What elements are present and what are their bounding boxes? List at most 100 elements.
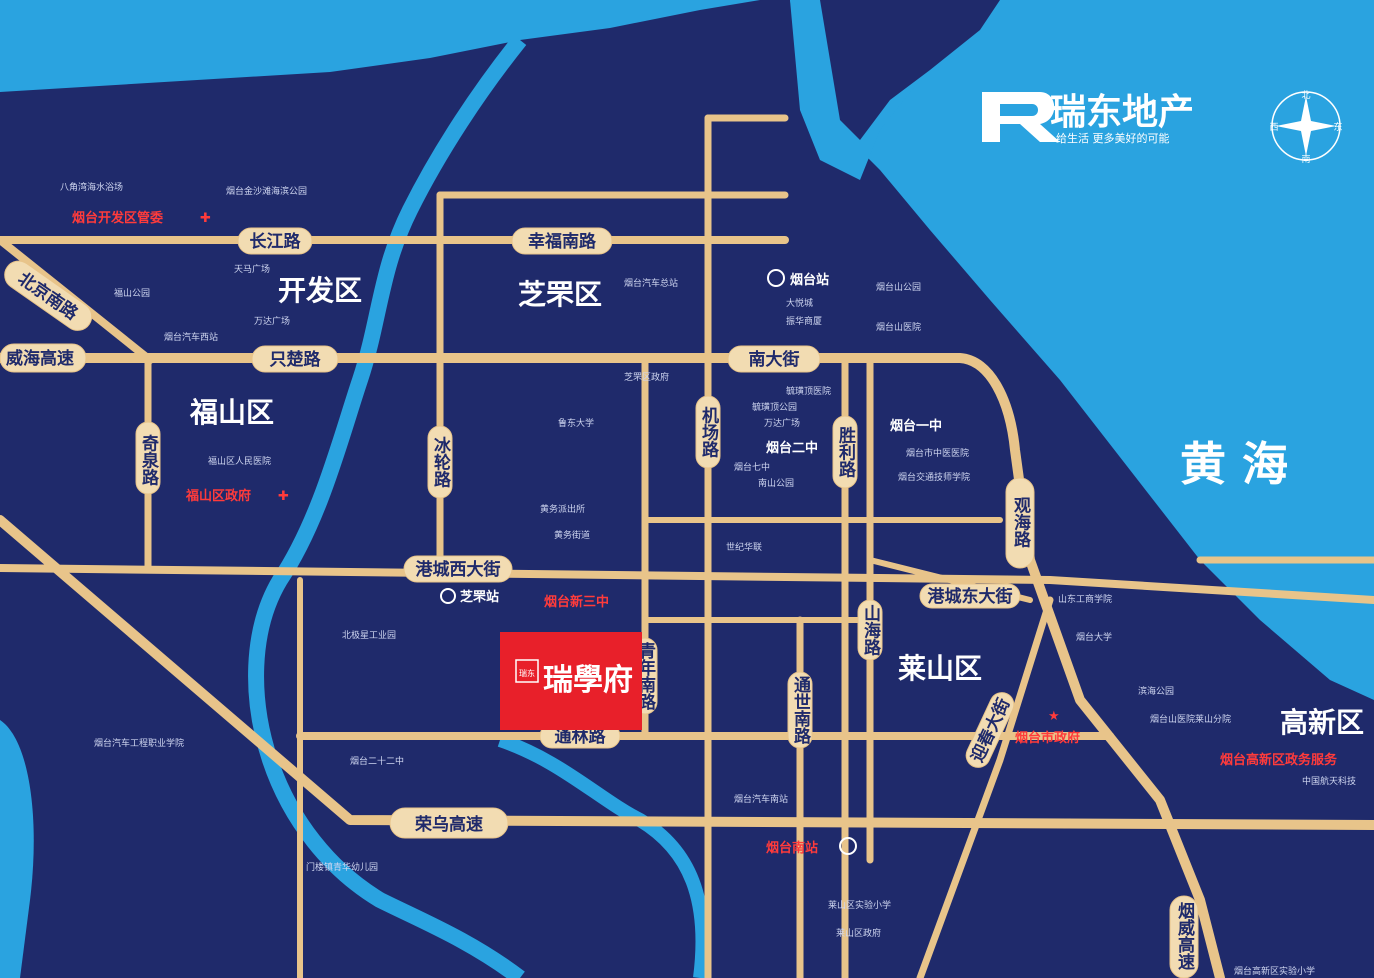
poi-yantai-yizhong: 烟台一中 bbox=[890, 418, 942, 434]
brand-logo: 瑞东地产 给生活 更多美好的可能 bbox=[982, 92, 1194, 145]
svg-text:幸福南路: 幸福南路 bbox=[528, 231, 597, 252]
svg-text:烟台市中医医院: 烟台市中医医院 bbox=[906, 447, 969, 459]
svg-text:给生活 更多美好的可能: 给生活 更多美好的可能 bbox=[1056, 131, 1170, 145]
poi-xin-sanzhong: 烟台新三中 bbox=[544, 594, 609, 610]
road-label-tongshi-nan: 通世南路 bbox=[787, 671, 813, 749]
compass-icon: 北 南 东 西 bbox=[1269, 90, 1342, 165]
district-zhifuqu: 芝罘区 bbox=[518, 278, 602, 311]
svg-text:烟台汽车工程职业学院: 烟台汽车工程职业学院 bbox=[94, 737, 184, 749]
svg-text:黄务派出所: 黄务派出所 bbox=[540, 503, 585, 515]
district-fushanqu: 福山区 bbox=[189, 396, 274, 429]
svg-text:北极星工业园: 北极星工业园 bbox=[342, 629, 396, 641]
svg-text:振华商厦: 振华商厦 bbox=[786, 315, 822, 327]
poi-gaoxin-zhengwu: 烟台高新区政务服务 bbox=[1220, 752, 1338, 768]
svg-text:莱山区实验小学: 莱山区实验小学 bbox=[828, 899, 891, 911]
svg-text:只楚路: 只楚路 bbox=[270, 349, 322, 370]
svg-text:烟台大学: 烟台大学 bbox=[1076, 631, 1112, 643]
svg-text:烟台山公园: 烟台山公园 bbox=[876, 281, 921, 293]
svg-text:机场路: 机场路 bbox=[698, 405, 719, 458]
svg-text:门楼镇青华幼儿园: 门楼镇青华幼儿园 bbox=[306, 861, 378, 873]
svg-text:万达广场: 万达广场 bbox=[254, 315, 290, 327]
svg-text:莱山区政府: 莱山区政府 bbox=[836, 927, 881, 939]
road-label-xingfu-nan: 幸福南路 bbox=[511, 227, 613, 255]
road-network bbox=[0, 114, 1374, 978]
svg-text:中国航天科技: 中国航天科技 bbox=[1302, 775, 1356, 787]
svg-text:烟台新三中: 烟台新三中 bbox=[544, 594, 609, 610]
svg-text:芝罘站: 芝罘站 bbox=[460, 589, 499, 605]
poi-zhifu-zhan: 芝罘站 bbox=[440, 588, 499, 605]
road-label-guanhai: 观海路 bbox=[1005, 477, 1035, 569]
svg-text:★: ★ bbox=[1048, 709, 1060, 724]
svg-text:福山公园: 福山公园 bbox=[114, 287, 150, 299]
svg-text:威海高速: 威海高速 bbox=[6, 348, 74, 369]
poi-fushan-zhengfu: 福山区政府 ✚ bbox=[185, 488, 289, 504]
svg-text:通林路: 通林路 bbox=[555, 726, 607, 747]
svg-text:烟威高速: 烟威高速 bbox=[1174, 901, 1195, 970]
svg-text:芝罘区政府: 芝罘区政府 bbox=[624, 371, 669, 383]
svg-text:福山区政府: 福山区政府 bbox=[185, 488, 251, 504]
road-label-yantai-gaosu: 烟威高速 bbox=[1169, 895, 1199, 978]
svg-text:通世南路: 通世南路 bbox=[790, 676, 811, 745]
svg-text:大悦城: 大悦城 bbox=[786, 297, 813, 309]
svg-text:毓璜顶公园: 毓璜顶公园 bbox=[752, 401, 797, 413]
svg-text:✚: ✚ bbox=[200, 211, 211, 226]
district-gaoxinqu: 高新区 bbox=[1280, 706, 1364, 739]
svg-text:天马广场: 天马广场 bbox=[234, 263, 270, 275]
poi-shi-zhengfu: 烟台市政府★ bbox=[1015, 709, 1080, 746]
svg-text:港城东大街: 港城东大街 bbox=[928, 586, 1013, 607]
svg-text:烟台一中: 烟台一中 bbox=[890, 418, 942, 434]
svg-text:北: 北 bbox=[1301, 90, 1310, 101]
poi-yantai-erzhong: 烟台二中 bbox=[766, 440, 818, 456]
svg-text:山海路: 山海路 bbox=[860, 604, 881, 656]
svg-text:冰轮路: 冰轮路 bbox=[430, 435, 451, 488]
svg-text:南山公园: 南山公园 bbox=[758, 477, 794, 489]
svg-text:荣乌高速: 荣乌高速 bbox=[414, 814, 483, 835]
sea-label: 黄 海 bbox=[1180, 437, 1288, 491]
svg-text:奇泉路: 奇泉路 bbox=[138, 433, 160, 486]
svg-text:烟台山医院莱山分院: 烟台山医院莱山分院 bbox=[1150, 713, 1231, 725]
district-kaifaqu: 开发区 bbox=[278, 274, 362, 307]
svg-text:烟台七中: 烟台七中 bbox=[734, 461, 770, 473]
svg-text:鲁东大学: 鲁东大学 bbox=[558, 417, 594, 429]
road-label-shengli: 胜利路 bbox=[832, 415, 858, 489]
svg-text:港城西大街: 港城西大街 bbox=[416, 559, 501, 580]
project-name: 瑞學府 bbox=[543, 663, 633, 698]
svg-text:东: 东 bbox=[1333, 121, 1342, 133]
svg-text:南大街: 南大街 bbox=[749, 349, 800, 370]
svg-text:烟台交通技师学院: 烟台交通技师学院 bbox=[898, 471, 970, 483]
poi-yantai-zhan: 烟台站 bbox=[767, 269, 829, 288]
road-label-binglun: 冰轮路 bbox=[427, 425, 453, 499]
road-label-qiquan: 奇泉路 bbox=[135, 421, 161, 495]
district-laishanqu: 莱山区 bbox=[898, 652, 982, 685]
road-label-shanhai: 山海路 bbox=[857, 599, 883, 661]
svg-text:烟台南站: 烟台南站 bbox=[766, 840, 818, 856]
svg-text:福山区人民医院: 福山区人民医院 bbox=[208, 455, 271, 467]
svg-text:烟台站: 烟台站 bbox=[790, 272, 829, 288]
road-label-rongwu: 荣乌高速 bbox=[389, 807, 509, 839]
road-label-nandajie: 南大街 bbox=[727, 345, 821, 373]
svg-text:烟台二中: 烟台二中 bbox=[766, 440, 818, 456]
svg-text:烟台汽车南站: 烟台汽车南站 bbox=[734, 793, 788, 805]
svg-text:胜利路: 胜利路 bbox=[835, 426, 856, 478]
left-inlet bbox=[0, 720, 34, 978]
svg-text:滨海公园: 滨海公园 bbox=[1138, 685, 1174, 697]
svg-text:瑞东: 瑞东 bbox=[519, 668, 535, 678]
svg-text:烟台山医院: 烟台山医院 bbox=[876, 321, 921, 333]
svg-text:烟台金沙滩海滨公园: 烟台金沙滩海滨公园 bbox=[226, 185, 307, 197]
peninsula bbox=[820, 0, 1000, 140]
svg-text:八角湾海水浴场: 八角湾海水浴场 bbox=[60, 181, 123, 193]
svg-text:✚: ✚ bbox=[278, 489, 289, 504]
poi-minor-list: 八角湾海水浴场 烟台金沙滩海滨公园 天马广场 福山公园 万达广场 烟台汽车西站 … bbox=[60, 181, 1356, 977]
road-label-weihai-gaosu: 威海高速 bbox=[0, 343, 87, 373]
road-label-changjiang: 长江路 bbox=[237, 227, 313, 255]
road-label-jichang: 机场路 bbox=[695, 395, 721, 469]
svg-text:烟台二十二中: 烟台二十二中 bbox=[350, 755, 404, 767]
svg-text:山东工商学院: 山东工商学院 bbox=[1058, 593, 1112, 605]
road-label-zhichu: 只楚路 bbox=[251, 345, 339, 373]
svg-text:黄务街道: 黄务街道 bbox=[554, 529, 590, 541]
svg-text:观海路: 观海路 bbox=[1010, 496, 1032, 548]
svg-text:烟台开发区管委: 烟台开发区管委 bbox=[72, 210, 163, 226]
svg-text:南: 南 bbox=[1301, 153, 1310, 165]
svg-text:毓璜顶医院: 毓璜顶医院 bbox=[786, 385, 831, 397]
